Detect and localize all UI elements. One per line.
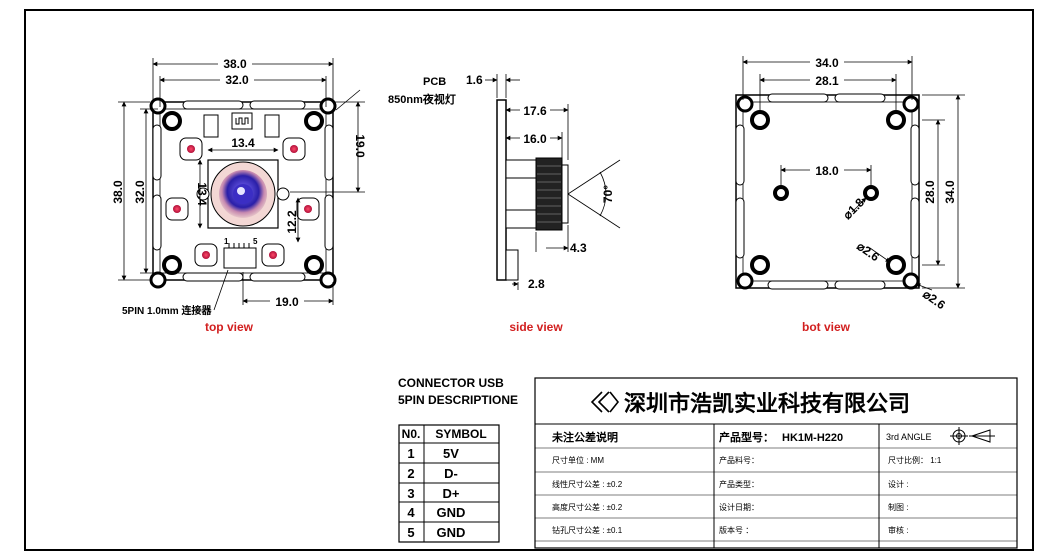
product-type-label: 产品类型： — [719, 479, 759, 489]
dim-dia-1-8: ⌀1.8 — [840, 195, 867, 222]
led-label: 850nm夜视灯 — [388, 92, 456, 106]
mounting-hole — [149, 97, 337, 289]
dim-height-38: 38.0 — [111, 180, 125, 204]
designer-label: 设计 : — [888, 479, 908, 489]
pin-number: 2 — [407, 466, 414, 481]
drafter-label: 制图 : — [888, 502, 908, 512]
title-block: 深圳市浩凯实业科技有限公司 未注公差说明 尺寸单位 : MM 线性尺寸公差 : … — [534, 377, 1018, 549]
top-view-label: top view — [205, 320, 254, 334]
pinout-title-1: CONNECTOR USB — [398, 376, 504, 390]
dim-19-vertical: 19.0 — [353, 134, 367, 158]
dim-center-18: 18.0 — [815, 164, 839, 178]
dim-fov-angle: 70° — [601, 185, 615, 203]
pcb-label: PCB — [423, 76, 446, 88]
drawing-border — [24, 9, 1034, 551]
tolerance-height: 高度尺寸公差 : ±0.2 — [552, 502, 623, 512]
table-row: 4 GND — [407, 505, 465, 520]
table-row: 1 5V — [407, 446, 459, 461]
bottom-view: 34.0 28.1 18.0 28.0 34.0 ⌀1.8 ⌀2.6 ⌀2.6 … — [735, 56, 965, 334]
dim-width-34: 34.0 — [815, 56, 839, 70]
dim-16-0: 16.0 — [523, 132, 547, 146]
table-row: 3 D+ — [407, 486, 460, 501]
pinout-title-2: 5PIN DESCRIPTIONE — [398, 393, 518, 407]
dim-height-34: 34.0 — [943, 180, 957, 204]
mounting-hole — [736, 95, 920, 290]
lens-barrel — [535, 157, 569, 231]
pin-number: 1 — [407, 446, 414, 461]
version-label: 版本号 ： — [719, 525, 753, 535]
part-number-label: 产品料号： — [719, 455, 759, 465]
connector-label: 5PIN 1.0mm 连接器 — [122, 304, 212, 317]
side-view-label: side view — [509, 320, 563, 334]
dim-pcb-thickness: 1.6 — [466, 73, 483, 87]
camera-lens — [210, 161, 276, 227]
pin-number: 5 — [407, 525, 414, 540]
tolerance-heading: 未注公差说明 — [551, 430, 618, 444]
pinout-header-no: N0. — [402, 427, 421, 441]
pin-number: 3 — [407, 486, 414, 501]
dim-lens-height: 13.4 — [195, 182, 209, 206]
dim-12-2: 12.2 — [285, 210, 299, 234]
tolerance-linear: 线性尺寸公差 : ±0.2 — [552, 479, 623, 489]
dim-4-3: 4.3 — [570, 241, 587, 255]
pinout-header-symbol: SYMBOL — [435, 427, 486, 441]
pin-symbol: GND — [437, 525, 466, 540]
design-date-label: 设计日期： — [719, 502, 759, 512]
dim-2-8: 2.8 — [528, 277, 545, 291]
top-view: 1 5 38.0 — [111, 57, 367, 334]
tolerance-drill: 钻孔尺寸公差 : ±0.1 — [552, 525, 623, 535]
dim-height-32: 32.0 — [133, 180, 147, 204]
pinout-table: CONNECTOR USB 5PIN DESCRIPTIONE N0. SYMB… — [398, 376, 518, 543]
bot-view-label: bot view — [802, 320, 851, 334]
pin1-label: 1 — [224, 237, 229, 246]
dim-width-38: 38.0 — [223, 57, 247, 71]
tolerance-units: 尺寸单位 : MM — [552, 455, 604, 465]
model-number: HK1M-H220 — [782, 432, 843, 444]
third-angle-projection-icon — [950, 427, 995, 445]
pin-number: 4 — [407, 505, 415, 520]
scale-label: 尺寸比例： 1:1 — [888, 455, 942, 465]
reviewer-label: 审核 : — [888, 525, 908, 535]
pin-symbol: D+ — [443, 486, 460, 501]
company-name: 深圳市浩凯实业科技有限公司 — [624, 391, 910, 416]
pin5-label: 5 — [253, 237, 258, 246]
dim-width-32: 32.0 — [225, 73, 249, 87]
table-row: 2 D- — [407, 466, 457, 481]
side-view: PCB 850nm夜视灯 — [388, 73, 621, 334]
dim-dia-2-6-a: ⌀2.6 — [854, 239, 882, 264]
pin-symbol: D- — [444, 466, 458, 481]
pin-symbol: 5V — [443, 446, 459, 461]
dim-lens-width: 13.4 — [231, 136, 255, 150]
dim-width-28-1: 28.1 — [815, 74, 839, 88]
dim-17-6: 17.6 — [523, 104, 547, 118]
projection-label: 3rd ANGLE — [886, 432, 932, 442]
table-row: 5 GND — [407, 525, 465, 540]
company-logo-icon — [590, 391, 620, 413]
pin-symbol: GND — [437, 505, 466, 520]
dim-height-28: 28.0 — [923, 180, 937, 204]
dim-19-bottom: 19.0 — [275, 295, 299, 309]
model-label: 产品型号： — [719, 430, 774, 444]
dim-dia-2-6-b: ⌀2.6 — [920, 287, 948, 312]
